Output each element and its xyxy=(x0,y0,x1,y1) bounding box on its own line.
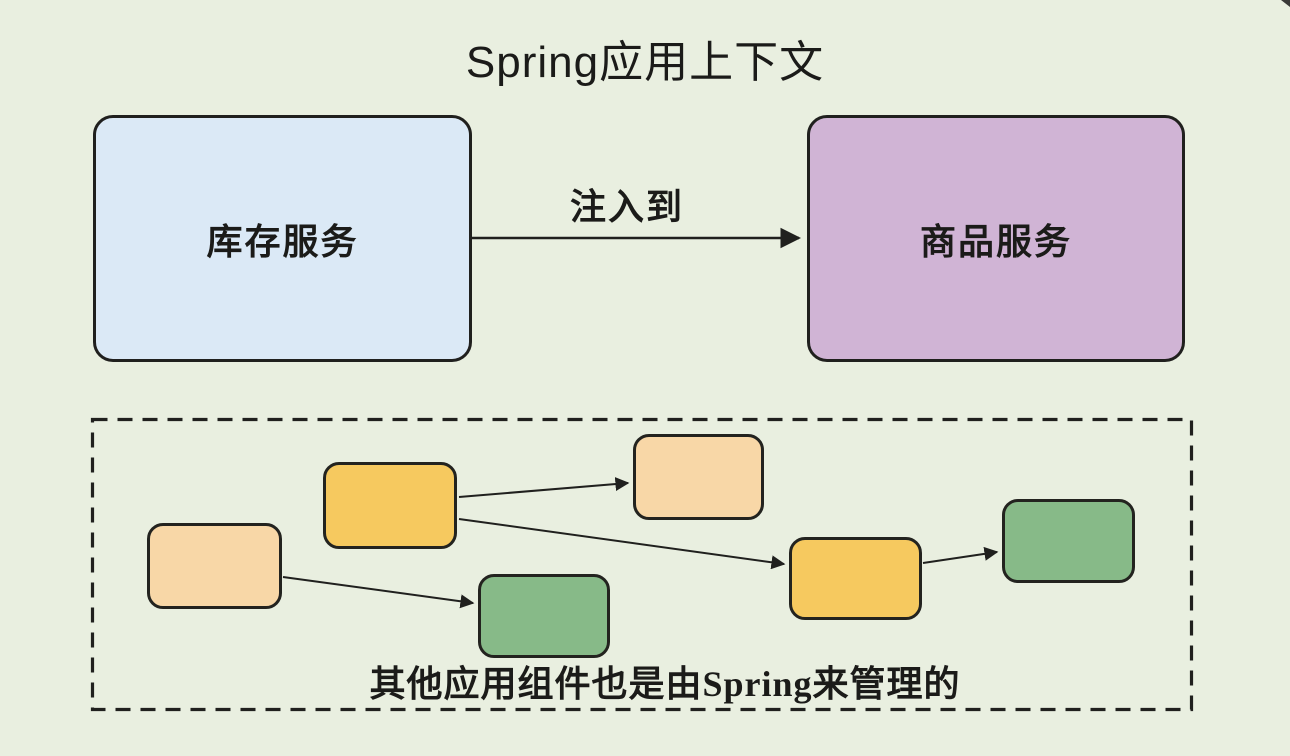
injection-arrow-label: 注入到 xyxy=(569,187,684,227)
component-node-green-middle xyxy=(478,574,610,658)
arrow-yellowright-to-greenright xyxy=(922,546,999,564)
component-node-yellow-left xyxy=(323,462,457,549)
diagram-title: Spring应用上下文 xyxy=(465,38,825,87)
inventory-service-node: 库存服务 xyxy=(93,115,472,362)
inventory-service-label: 库存服务 xyxy=(206,221,359,262)
component-node-green-right xyxy=(1002,499,1135,583)
component-node-peach-top xyxy=(633,434,764,520)
arrow-yellowleft-to-peachtop xyxy=(458,477,630,498)
product-service-node: 商品服务 xyxy=(807,115,1185,362)
product-service-label: 商品服务 xyxy=(919,221,1072,262)
arrow-yellowleft-to-yellowright xyxy=(458,518,786,570)
arrow-peachleft-to-greenmiddle xyxy=(282,576,475,609)
component-node-yellow-right xyxy=(789,537,922,620)
component-node-peach-left xyxy=(147,523,282,609)
scan-artifact xyxy=(1281,0,1290,7)
boundary-caption: 其他应用组件也是由Spring来管理的 xyxy=(369,664,961,704)
